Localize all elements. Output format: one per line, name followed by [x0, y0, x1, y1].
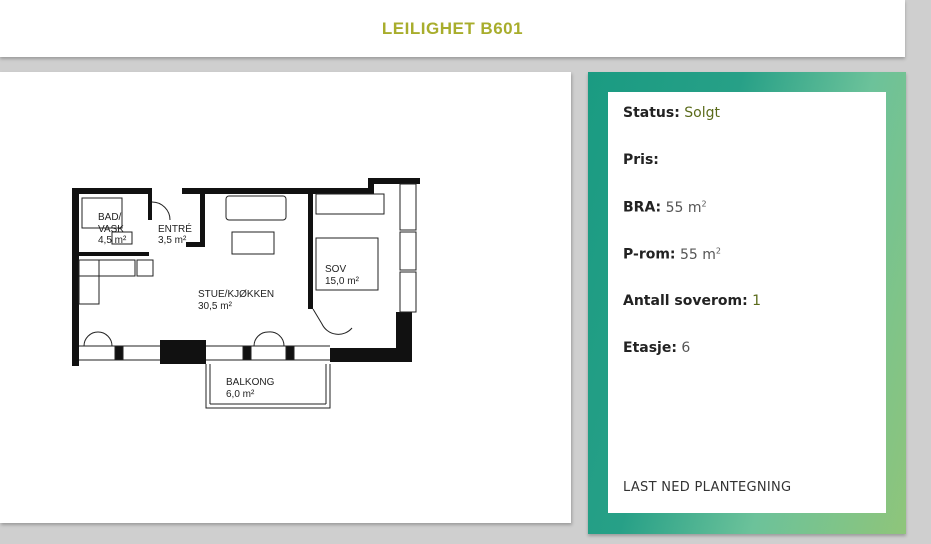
bra-row: BRA: 55 m2 — [623, 199, 707, 216]
room-sov-name: SOV — [325, 264, 346, 275]
room-balkong-area: 6,0 m² — [226, 389, 255, 400]
apartment-title: LEILIGHET B601 — [381, 18, 524, 38]
prom-row: P-rom: 55 m2 — [623, 246, 721, 263]
floor-row: Etasje: 6 — [623, 340, 691, 356]
room-sov-area: 15,0 m² — [325, 276, 360, 287]
floorplan-windows — [78, 183, 417, 409]
room-vask-area: 4,5 m² — [98, 235, 127, 246]
floorplan-walls — [72, 178, 420, 366]
room-vask-name: VASK — [98, 224, 124, 235]
status-value: Solgt — [684, 105, 720, 121]
room-stue-area: 30,5 m² — [198, 301, 233, 312]
room-entre-name: ENTRÉ — [158, 222, 192, 235]
room-entre-area: 3,5 m² — [158, 235, 187, 246]
bedrooms-value: 1 — [752, 293, 762, 309]
info-box: Status: Solgt Pris: BRA: 55 m2 P-rom: 55… — [608, 92, 886, 513]
room-balkong-name: BALKONG — [226, 377, 275, 388]
download-floorplan-link[interactable]: LAST NED PLANTEGNING — [623, 480, 792, 495]
bra-value: 55 m2 — [665, 199, 707, 216]
bedrooms-row: Antall soverom: 1 — [623, 293, 762, 309]
floor-value: 6 — [681, 340, 691, 356]
page-header: LEILIGHET B601 — [0, 0, 905, 57]
prom-value: 55 m2 — [680, 246, 721, 263]
room-bad-name: BAD/ — [98, 212, 122, 223]
info-panel: Status: Solgt Pris: BRA: 55 m2 P-rom: 55… — [588, 72, 906, 534]
room-stue-name: STUE/KJØKKEN — [198, 289, 274, 300]
price-row: Pris: — [623, 152, 659, 168]
floorplan-panel: BAD/ VASK 4,5 m² ENTRÉ 3,5 m² STUE/KJØKK… — [0, 72, 571, 523]
status-row: Status: Solgt — [623, 105, 720, 121]
floorplan-drawing: BAD/ VASK 4,5 m² ENTRÉ 3,5 m² STUE/KJØKK… — [72, 178, 420, 409]
